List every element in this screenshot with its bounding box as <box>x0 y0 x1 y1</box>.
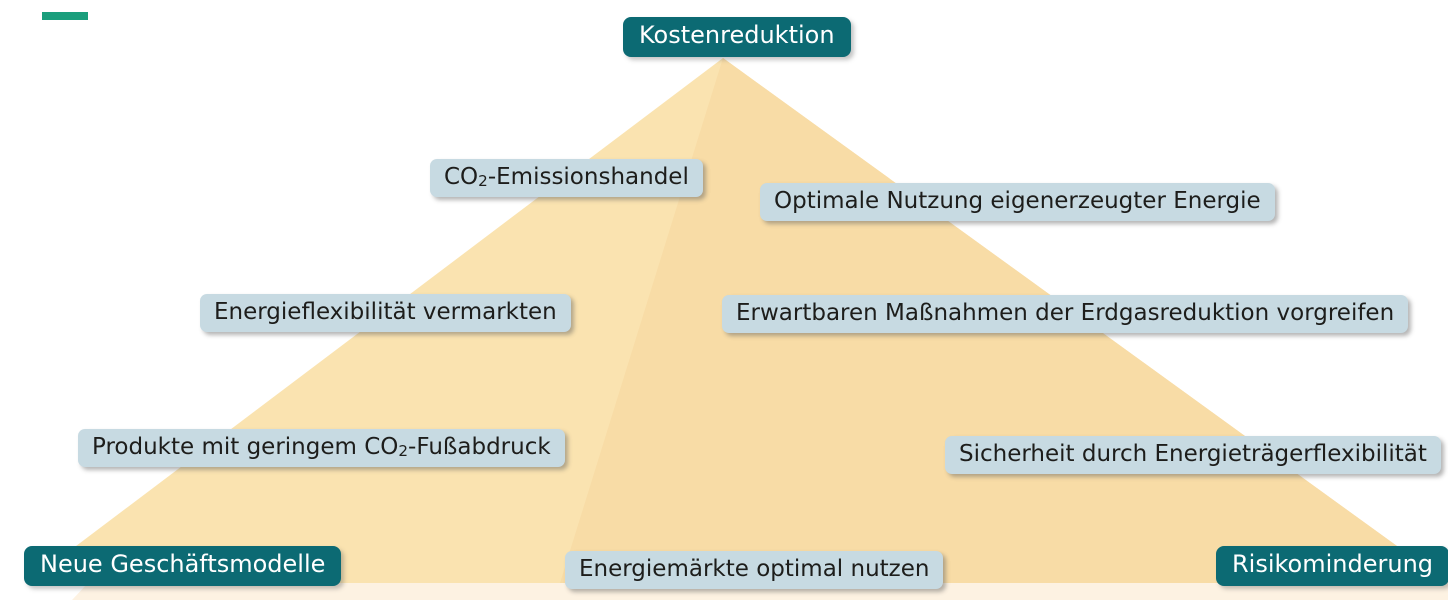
pyramid-corner-risikominderung[interactable]: Risikominderung <box>1216 546 1448 586</box>
pyramid-item-energiemaerkte[interactable]: Energiemärkte optimal nutzen <box>565 551 944 590</box>
pyramid-item-energietraegerflexibilitaet[interactable]: Sicherheit durch Energieträgerflexibilit… <box>945 436 1441 475</box>
pyramid-item-erdgasreduktion[interactable]: Erwartbaren Maßnahmen der Erdgasreduktio… <box>722 295 1409 334</box>
accent-bar <box>42 12 88 20</box>
pyramid-apex-label[interactable]: Kostenreduktion <box>623 17 851 57</box>
pyramid-corner-neue-geschaeftsmodelle[interactable]: Neue Geschäftsmodelle <box>24 546 342 586</box>
pyramid-item-optimale-nutzung[interactable]: Optimale Nutzung eigenerzeugter Energie <box>760 183 1275 222</box>
pyramid-item-energieflexibilitaet[interactable]: Energieflexibilität vermarkten <box>200 294 571 333</box>
pyramid-base-slab <box>72 583 1448 600</box>
